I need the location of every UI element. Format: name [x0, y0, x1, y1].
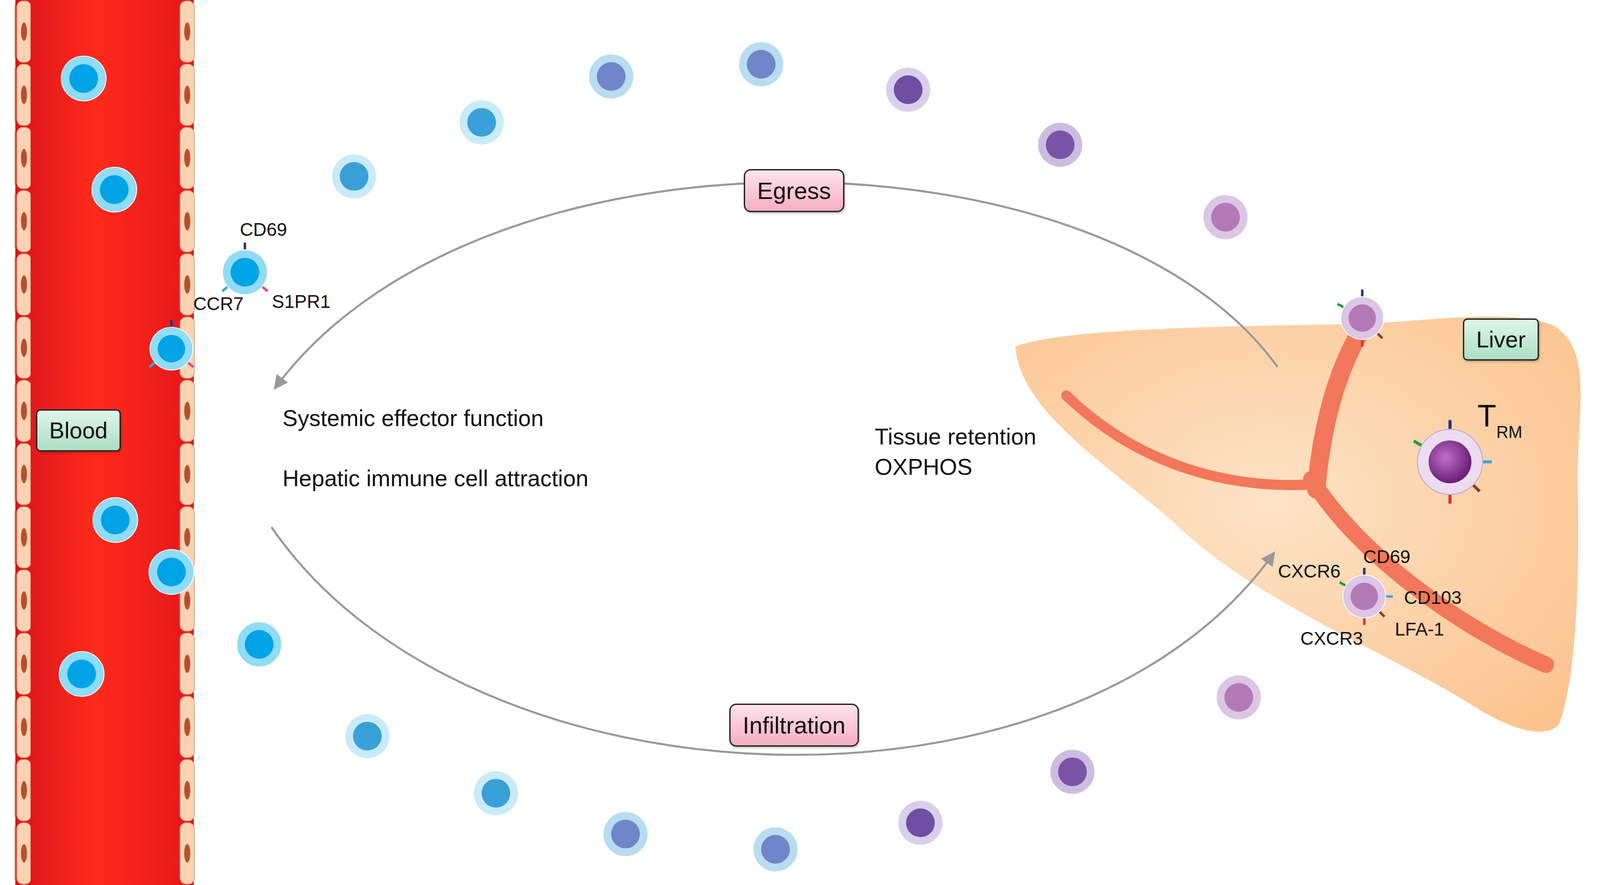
- cell-name: T: [1477, 399, 1497, 434]
- immune-cell: [344, 713, 390, 759]
- immune-cell: [459, 100, 504, 145]
- immune-cell: [331, 154, 377, 200]
- immune-cell: [149, 320, 194, 371]
- region-box: Blood: [36, 409, 121, 452]
- immune-cell: [91, 167, 137, 213]
- marker-label: CD69: [239, 219, 287, 240]
- immune-cell: [1037, 122, 1083, 168]
- process-box: Egress: [743, 169, 845, 213]
- function-note: Hepatic immune cell attraction: [282, 466, 589, 492]
- immune-cell: [148, 549, 194, 595]
- endothelium: [178, 0, 195, 885]
- immune-cell: [473, 771, 519, 816]
- infiltration-arc: [271, 527, 1274, 756]
- cell-subscript: RM: [1496, 423, 1523, 442]
- immune-cell: [885, 67, 931, 113]
- immune-cell: [236, 622, 282, 667]
- liver-shape: [1015, 316, 1581, 732]
- immune-cell: [1339, 568, 1393, 626]
- marker-label: CCR7: [193, 293, 244, 315]
- function-note: Systemic effector function: [282, 405, 544, 431]
- immune-cell: [61, 56, 106, 102]
- node-label: Liver: [1476, 326, 1526, 353]
- marker-label: CD69: [1363, 546, 1411, 568]
- region-box: Liver: [1462, 318, 1539, 361]
- immune-cell: [1216, 675, 1262, 721]
- immune-cell: [222, 242, 268, 295]
- function-note: Tissue retention: [874, 424, 1037, 450]
- immune-cell: [897, 800, 943, 846]
- marker-label: LFA-1: [1394, 619, 1445, 640]
- immune-cell: [752, 827, 798, 873]
- process-box: Infiltration: [729, 703, 859, 747]
- marker-label: CXCR6: [1277, 561, 1341, 582]
- immune-cell: [92, 497, 138, 543]
- node-label: Blood: [49, 417, 108, 444]
- immune-cell: [1202, 194, 1248, 240]
- immune-cell: [588, 54, 634, 99]
- function-note: OXPHOS: [874, 454, 973, 480]
- immune-cell: [1049, 749, 1095, 795]
- node-label: Egress: [756, 177, 831, 205]
- immune-cell: [1337, 289, 1384, 347]
- node-label: Infiltration: [742, 711, 846, 739]
- marker-label: CXCR3: [1300, 628, 1363, 649]
- endothelium: [14, 0, 31, 885]
- marker-label: S1PR1: [271, 291, 331, 312]
- marker-label: CD103: [1404, 587, 1462, 609]
- immune-cell: [59, 651, 105, 697]
- liver-vessels: [1066, 324, 1546, 665]
- egress-arc: [275, 182, 1278, 388]
- immune-cell: [738, 41, 784, 87]
- blood-vessel: [15, 0, 194, 885]
- immune-cell: [603, 811, 648, 857]
